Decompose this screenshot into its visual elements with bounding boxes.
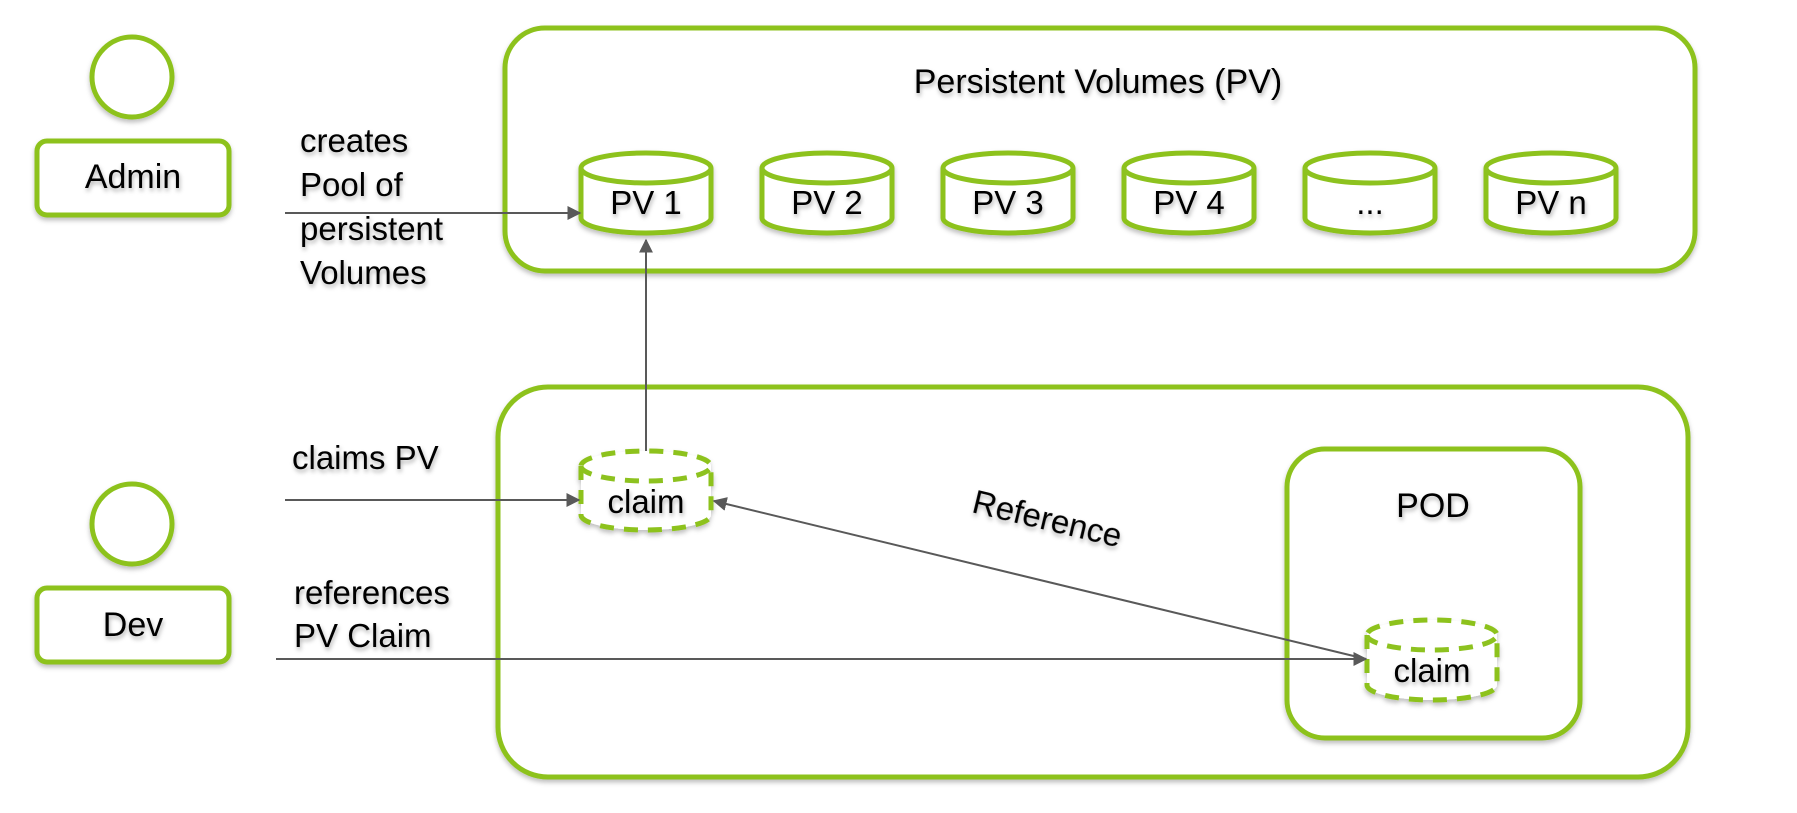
pv-volume-label: PV 1: [610, 184, 682, 221]
pv-volume-label: ...: [1356, 184, 1384, 221]
pv-volume-list: PV 1 PV 2 PV 3 PV 4... PV n: [578, 150, 1619, 236]
pv-volume: PV 4: [1121, 150, 1257, 236]
pv-volume-label: PV 2: [791, 184, 863, 221]
dev-actor: Dev: [34, 481, 232, 665]
pv-volume: ...: [1302, 150, 1438, 236]
cylinder-lid: [1483, 167, 1619, 186]
pv-volume: PV 3: [940, 150, 1076, 236]
database-cylinder-icon: [1483, 150, 1619, 236]
database-cylinder-icon: [1302, 150, 1438, 236]
pv-pool-title: Persistent Volumes (PV): [914, 63, 1282, 101]
pod-claim-label: claim: [1393, 652, 1470, 689]
reference-arrow: [712, 497, 1367, 660]
database-cylinder-icon: [1121, 150, 1257, 236]
database-cylinder-icon: [940, 150, 1076, 236]
database-cylinder-icon: [759, 150, 895, 236]
database-cylinder-icon: [578, 150, 714, 236]
claim-label: claim: [607, 483, 684, 520]
pv-volume: PV 2: [759, 150, 895, 236]
pv-pool: Persistent Volumes (PV) PV 1 PV 2 PV 3 PV 4…: [502, 25, 1698, 274]
admin-box: [34, 138, 232, 218]
pod-title: POD: [1396, 487, 1470, 525]
admin-label: Admin: [85, 158, 181, 196]
admin-creates-label: creates Pool of persistent Volumes: [300, 122, 452, 291]
admin-creates-line: persistent: [300, 210, 443, 247]
pv-volume: PV n: [1483, 150, 1619, 236]
dev-claims-label: claims PV: [292, 439, 439, 476]
dev-references-label: references PV Claim: [294, 574, 459, 654]
cylinder-lid: [1121, 167, 1257, 186]
dev-area: POD: [495, 384, 1691, 780]
admin-person-icon: [89, 34, 175, 120]
admin-actor: Admin: [34, 34, 232, 218]
dev-person-icon: [89, 481, 175, 567]
admin-creates-line: Pool of: [300, 166, 404, 203]
cylinder-lid: [578, 167, 714, 186]
pv-volume-label: PV n: [1515, 184, 1587, 221]
admin-creates-line: Volumes: [300, 254, 427, 291]
pod-claim-volume: claim: [1364, 617, 1500, 703]
dev-box: [34, 585, 232, 665]
dev-references-line: references: [294, 574, 450, 611]
pv-volume: PV 1: [578, 150, 714, 236]
cylinder-lid: [759, 167, 895, 186]
claim-volume: claim: [578, 448, 714, 533]
dev-label: Dev: [103, 606, 163, 644]
dev-references-line: PV Claim: [294, 617, 432, 654]
pv-volume-label: PV 4: [1153, 184, 1225, 221]
cylinder-lid: [1302, 167, 1438, 186]
admin-creates-line: creates: [300, 122, 408, 159]
cylinder-lid: [940, 167, 1076, 186]
pv-volume-label: PV 3: [972, 184, 1044, 221]
